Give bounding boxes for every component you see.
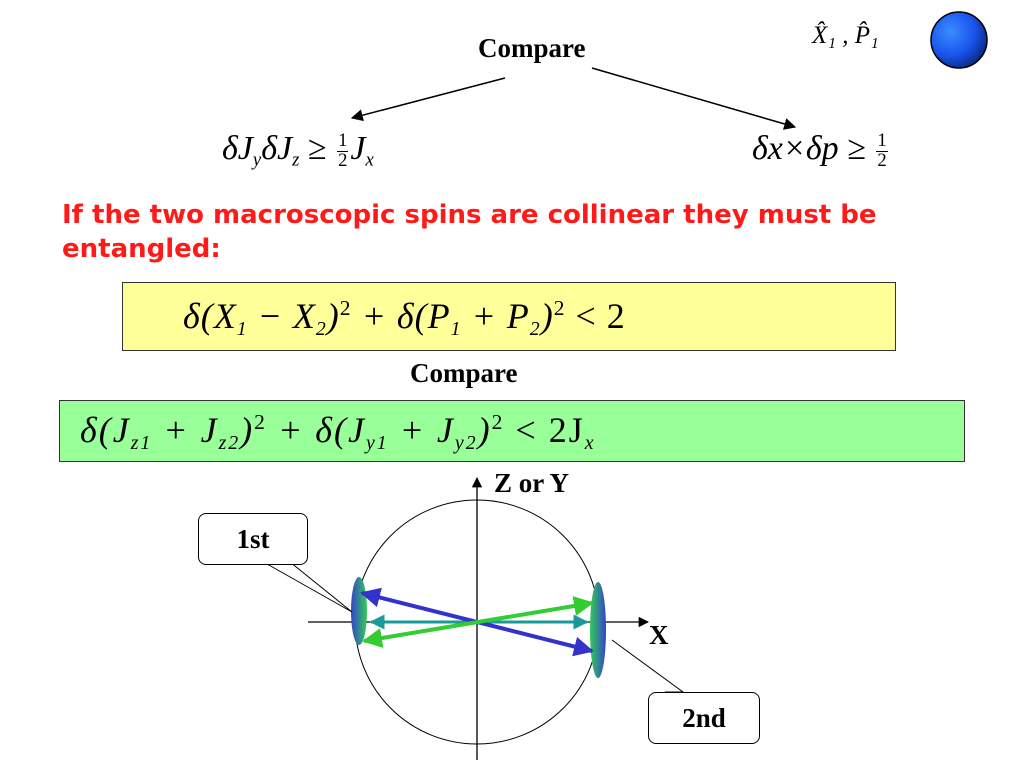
second-spin-ellipse — [590, 582, 606, 678]
second-spin-callout: 2nd — [648, 692, 760, 744]
compare-arrow-left — [350, 77, 506, 122]
top-compare-label: Compare — [478, 33, 586, 63]
first-spin-ellipse — [351, 577, 367, 645]
horizontal-axis-label: X — [649, 620, 669, 650]
middle-compare-label: Compare — [410, 358, 518, 388]
first-spin-callout: 1st — [198, 513, 308, 565]
statement-line-2: entangled: — [62, 234, 221, 264]
operators-label: X̂₁ , P̂₁ — [812, 22, 879, 49]
compare-arrow-right — [591, 67, 797, 130]
sphere-icon — [930, 11, 988, 69]
statement-line-1: If the two macroscopic spins are colline… — [62, 200, 877, 230]
collinear-statement: If the two macroscopic spins are colline… — [62, 198, 1024, 266]
first-callout-pointer — [259, 559, 353, 613]
green-arrow — [362, 596, 594, 648]
position-entanglement-box: δ(X1 − X2)2 + δ(P1 + P2)2 < 2 — [122, 282, 896, 351]
vertical-axis-label: Z or Y — [494, 468, 570, 498]
spin-entanglement-formula: δ(Jz1 + Jz2)2 + δ(Jy1 + Jy2)2 < 2Jx — [80, 410, 596, 454]
second-callout-pointer — [611, 639, 685, 693]
position-entanglement-formula: δ(X1 − X2)2 + δ(P1 + P2)2 < 2 — [183, 296, 626, 340]
spin-entanglement-box: δ(Jz1 + Jz2)2 + δ(Jy1 + Jy2)2 < 2Jx — [59, 400, 965, 462]
